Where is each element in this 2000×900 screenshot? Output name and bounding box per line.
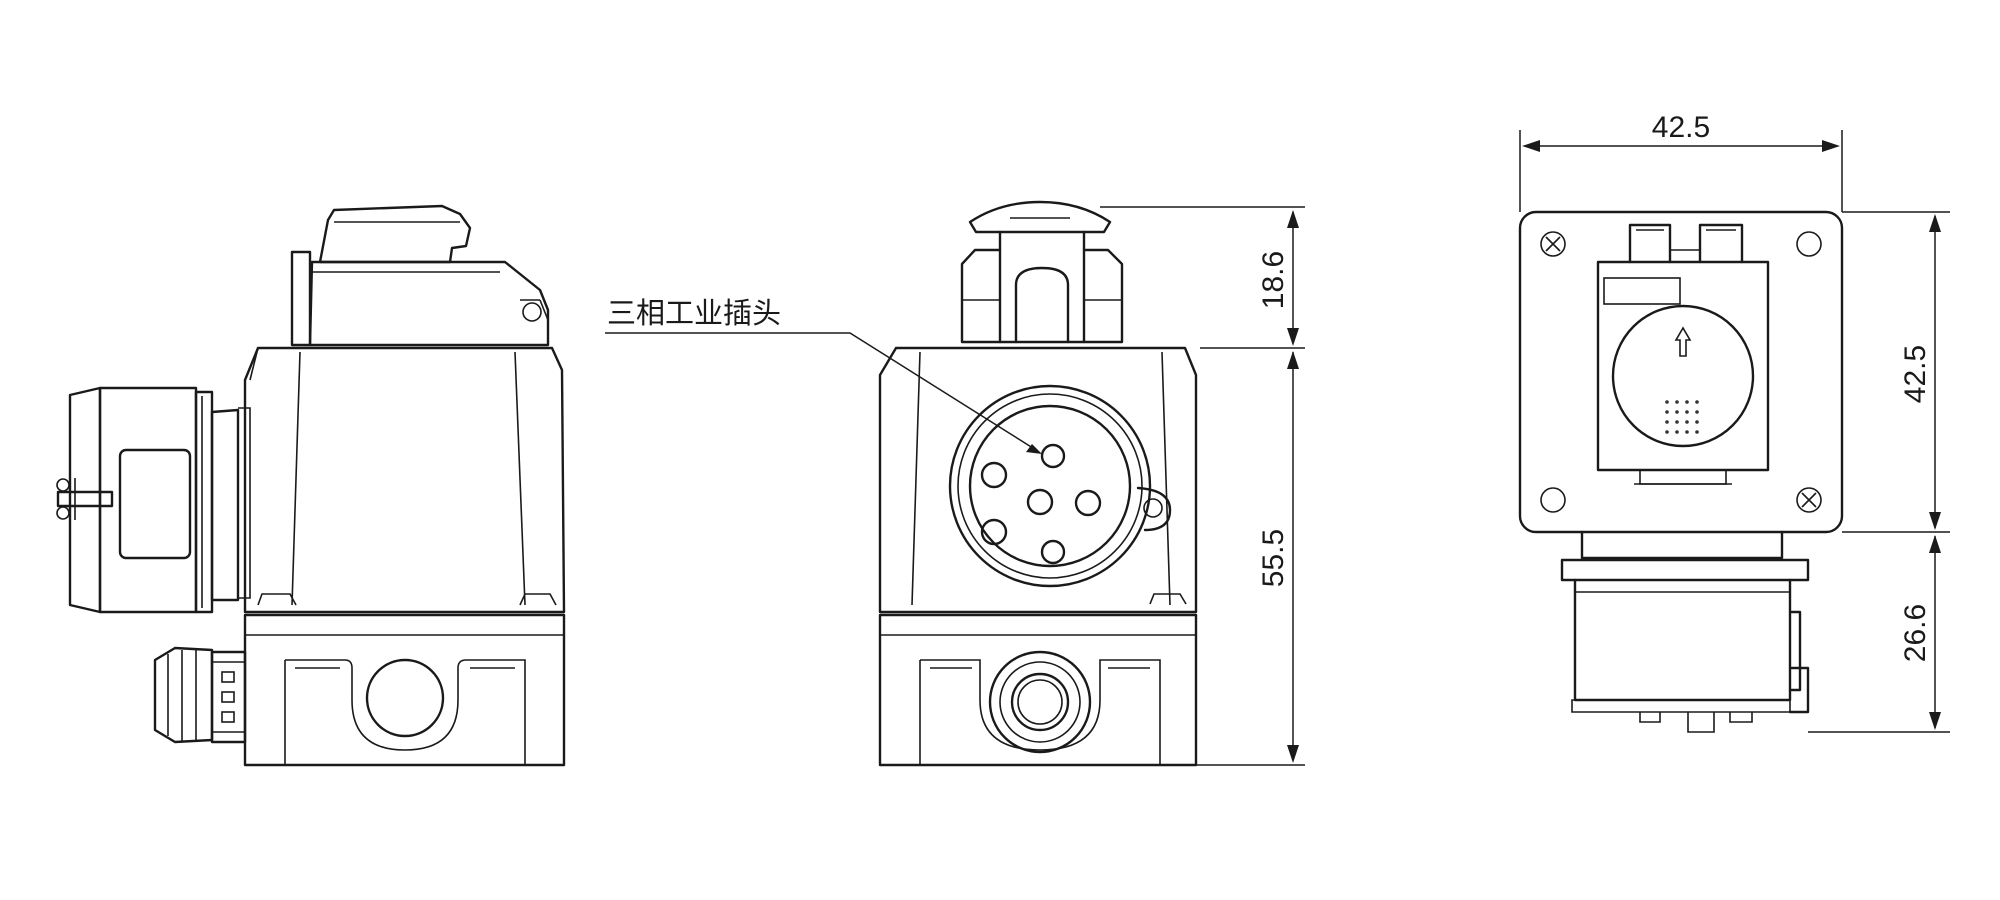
dim-plug-depth: 26.6: [1899, 604, 1932, 662]
top-view-plug: [1560, 530, 1810, 733]
dim-cover-height: 18.6: [1257, 251, 1290, 309]
front-view-socket-face: [948, 384, 1172, 588]
front-view: 三相工业插头 18.6 55.5: [605, 200, 1305, 767]
dim-body-height: 55.5: [1257, 529, 1290, 587]
socket-pin: [1040, 539, 1066, 565]
callout: 三相工业插头: [605, 296, 1042, 454]
top-view: 42.5 42.5 26.6: [1518, 111, 1950, 733]
dim-plate-height: 42.5: [1899, 345, 1932, 403]
side-view-socket: [56, 386, 251, 614]
dim-width-top: 42.5: [1652, 111, 1710, 144]
side-view: [56, 204, 566, 767]
socket-pin: [980, 518, 1008, 546]
front-view-dimensions: 18.6 55.5: [1100, 206, 1305, 766]
socket-pin: [980, 461, 1008, 489]
socket-pin: [1026, 488, 1054, 516]
side-view-cable-gland: [153, 646, 247, 744]
top-view-dimensions: 42.5 42.5 26.6: [1519, 111, 1950, 733]
top-view-plate: [1518, 210, 1844, 534]
socket-pin: [1040, 443, 1066, 469]
side-view-body: [243, 346, 566, 767]
vent-dots: [1665, 400, 1699, 434]
callout-label: 三相工业插头: [607, 296, 781, 330]
side-view-lid: [290, 204, 550, 347]
front-view-body: [878, 346, 1198, 767]
socket-pin: [1074, 489, 1102, 517]
front-view-lid: [960, 200, 1124, 344]
